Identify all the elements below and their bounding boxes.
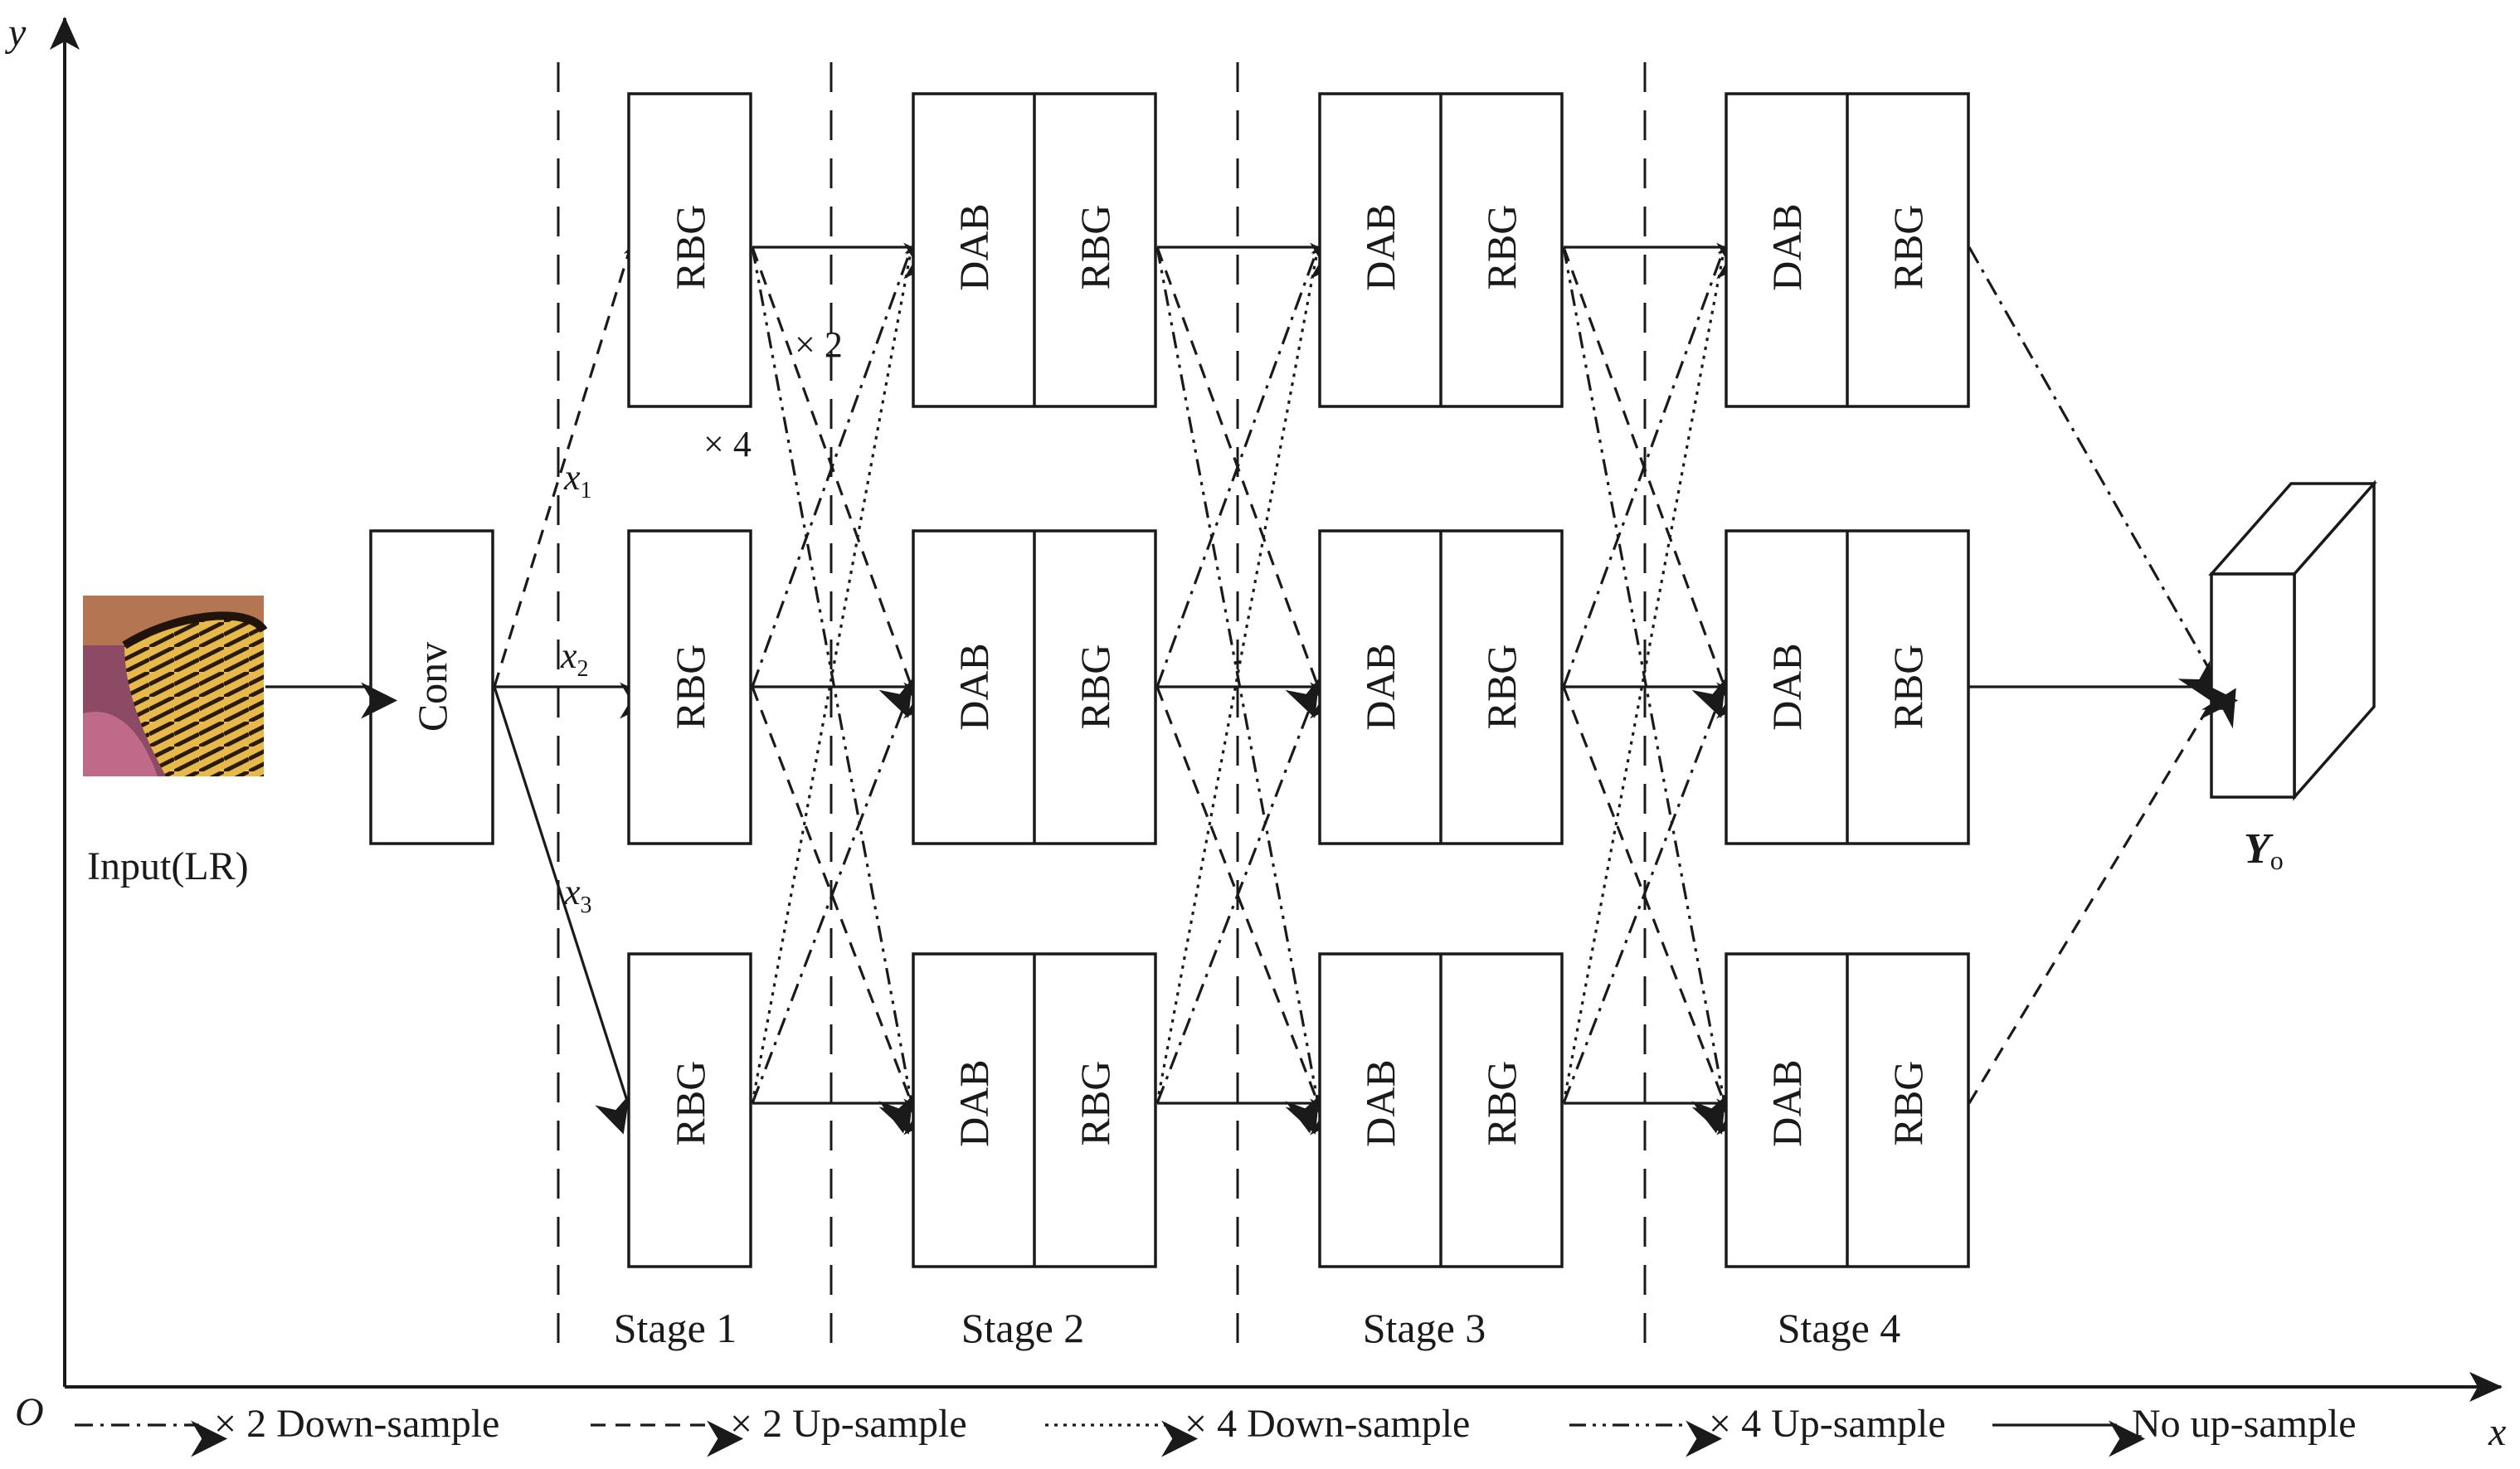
- stage-label-4: Stage 4: [1778, 1305, 1901, 1351]
- stage4-rbg-label-bottom: RBG: [1885, 1061, 1931, 1146]
- output-label: Yo: [2244, 825, 2284, 875]
- link-s3-bottom-to-mid: [1562, 665, 1752, 1104]
- x4-marker: × 4: [703, 424, 752, 465]
- stage2-rbg-label-bottom: RBG: [1072, 1061, 1118, 1146]
- stage1-rbg-bottom: [627, 952, 752, 1268]
- stage3-rbg-label-top: RBG: [1478, 205, 1525, 290]
- stage-blocks: RBG RBG RBG DAB RBG DAB RBG DAB RBG DAB RBG DAB RBG D…: [627, 92, 1970, 1268]
- input-image: [83, 596, 268, 776]
- link-s2-top-to-bottom: [1155, 246, 1321, 1134]
- stage1-rbg-label-mid: RBG: [667, 645, 713, 730]
- stage-label-1: Stage 1: [614, 1305, 737, 1351]
- conv-block: Conv: [369, 529, 494, 845]
- branch-label-x1: x1: [563, 457, 592, 503]
- stage2-dab-label-mid: DAB: [951, 643, 997, 731]
- stage2-rbg-label-mid: RBG: [1072, 645, 1118, 730]
- link-s2-bottom-to-mid: [1155, 665, 1345, 1104]
- stage4-rbg-label-mid: RBG: [1885, 645, 1931, 730]
- stage3-rbg-label-bottom: RBG: [1478, 1061, 1525, 1146]
- legend: × 2 Down-sample × 2 Up-sample × 4 Down-sam…: [75, 1402, 2357, 1457]
- origin-label: O: [15, 1390, 44, 1434]
- stage3-rbg-label-mid: RBG: [1478, 645, 1525, 730]
- conv-to-bottom-arrow: [493, 686, 630, 1135]
- output-block: [2208, 479, 2377, 801]
- stage2-dab-label-top: DAB: [951, 203, 997, 291]
- stage3-dab-label-bottom: DAB: [1357, 1059, 1404, 1147]
- conv-label: Conv: [409, 642, 455, 732]
- stage1-rbg-mid: [627, 529, 752, 845]
- stage2-dab-label-bottom: DAB: [951, 1059, 997, 1147]
- link-s3-top-to-bottom: [1562, 246, 1728, 1134]
- stage4-top-to-output: [1968, 246, 2212, 702]
- legend-label-3: × 4 Down-sample: [1185, 1402, 1470, 1446]
- legend-label-5: No up-sample: [2132, 1402, 2357, 1446]
- stage4-rbg-label-top: RBG: [1885, 205, 1931, 290]
- link-s2-mid-to-top: [1155, 225, 1345, 688]
- stage4-dab-label-bottom: DAB: [1764, 1059, 1810, 1147]
- butterfly-wing-icon: [124, 615, 264, 776]
- connection-links: [751, 221, 1755, 1136]
- y-axis-label: y: [4, 11, 27, 55]
- input-label: Input(LR): [87, 844, 249, 888]
- legend-label-4: × 4 Up-sample: [1709, 1402, 1946, 1446]
- stage1-rbg-label-bottom: RBG: [667, 1061, 713, 1146]
- stage3-dab-label-mid: DAB: [1357, 643, 1404, 731]
- link-s1-top-to-bottom: [751, 246, 915, 1134]
- stage4-dab-label-mid: DAB: [1764, 643, 1810, 731]
- stage4-dab-label-top: DAB: [1764, 203, 1810, 291]
- stage1-rbg-top: [627, 92, 752, 408]
- legend-label-2: × 2 Up-sample: [730, 1402, 967, 1446]
- branch-label-x3: x3: [563, 872, 592, 918]
- stage1-rbg-label-top: RBG: [667, 205, 713, 290]
- branch-label-x2: x2: [560, 635, 589, 682]
- stage4-bottom-to-output: [1968, 688, 2236, 1104]
- conv-to-top-arrow: [493, 224, 659, 688]
- stage2-rbg-label-top: RBG: [1072, 205, 1118, 290]
- link-s3-mid-to-top: [1562, 225, 1752, 688]
- stage3-dab-label-top: DAB: [1357, 203, 1404, 291]
- link-s1-bottom-to-mid: [751, 665, 939, 1104]
- legend-label-1: × 2 Down-sample: [214, 1402, 499, 1446]
- stage-label-2: Stage 2: [961, 1305, 1085, 1351]
- stage-label-3: Stage 3: [1363, 1305, 1486, 1351]
- x-axis-label: x: [2488, 1410, 2506, 1454]
- axes: y x O: [4, 11, 2506, 1454]
- link-s1-mid-to-top: [751, 225, 939, 688]
- x2-marker: × 2: [795, 324, 843, 365]
